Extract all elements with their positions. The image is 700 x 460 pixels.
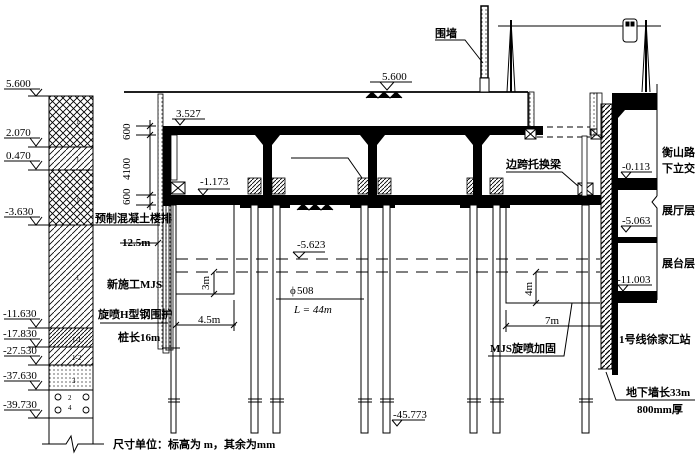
layer-id: 3 <box>72 377 76 385</box>
mjs-zone-left <box>176 205 235 295</box>
elevation-label: -27.530 <box>3 345 37 357</box>
dim-7m: 7m <box>545 315 560 327</box>
pile-diameter: 508 <box>297 285 314 297</box>
mjs-reinforce-label: MJS旋喷加固 <box>490 341 556 355</box>
road-label-line2: 下立交 <box>662 161 695 175</box>
road-elevation: -0.113 <box>622 161 651 173</box>
len-12-5m: 12.5m <box>122 237 150 249</box>
dim-bottom-slab: 600 <box>121 188 133 205</box>
elevation-label: 0.470 <box>6 150 31 162</box>
precast-wall-label: 预制混凝土楼排 <box>95 211 172 225</box>
dim-4m: 4m <box>523 282 535 297</box>
station-label: 1号线徐家汇站 <box>619 332 691 346</box>
diaphragm-length: 地下墙长33m <box>626 385 690 399</box>
base-slab <box>163 195 593 205</box>
gravel-symbols <box>54 393 90 414</box>
overhead-catenary <box>498 18 661 93</box>
pile-toe-elevation: -45.773 <box>393 409 427 421</box>
new-mjs-label: 新施工MJS <box>107 277 162 291</box>
elevation-label: -39.730 <box>3 399 37 411</box>
height-dimension <box>136 120 156 210</box>
pad-leader <box>291 157 363 179</box>
road-label-line1: 衡山路 <box>662 145 696 159</box>
ground-elevation: 5.600 <box>382 71 407 83</box>
pile-diameter-symbol: ϕ <box>290 285 296 297</box>
dim-4-5m: 4.5m <box>198 314 221 326</box>
pile-length-16m: 桩长16m <box>118 330 160 344</box>
elevation-label: -17.830 <box>3 328 37 340</box>
diaphragm-wall <box>600 103 613 370</box>
layer-id: 1 <box>76 118 80 126</box>
base-elevation: -1.173 <box>200 176 229 188</box>
soil-column: 1 1 1 1 1-1 1-2 3 2 4 <box>42 95 104 454</box>
layer-id: 2 <box>68 394 72 402</box>
ground-elevation-marker <box>365 81 412 99</box>
units-note: 尺寸单位：标高为 m，其余为mm <box>113 437 275 451</box>
fence-label: 围墙 <box>435 26 457 40</box>
diaphragm-thickness: 800mm厚 <box>637 403 683 416</box>
platform-floor-label: 展台层 <box>661 256 695 270</box>
elevation-label: -11.630 <box>3 308 37 320</box>
columns <box>255 135 490 195</box>
layer-id: 1 <box>76 197 80 205</box>
pile-joints <box>168 398 593 403</box>
wall-panel <box>528 91 535 129</box>
fence <box>435 5 490 93</box>
layer-id: 1 <box>76 156 80 164</box>
dim-3m: 3m <box>200 276 212 291</box>
elevation-label: -37.630 <box>3 370 37 382</box>
dim-height: 4100 <box>121 158 133 181</box>
hall-floor-label: 展厅层 <box>661 204 695 217</box>
layer-id: 1-2 <box>72 354 82 362</box>
layer-id: 4 <box>68 404 72 412</box>
piles <box>170 204 590 434</box>
station-platform-slab <box>618 291 657 303</box>
elevation-label: 2.070 <box>6 127 31 139</box>
elevation-label: 5.600 <box>6 78 31 90</box>
dim-top-slab: 600 <box>121 123 133 140</box>
station-hall-slab <box>618 178 657 190</box>
water-level-elevation: -5.623 <box>297 239 326 251</box>
transfer-beam-label: 边跨托换梁 <box>505 157 562 171</box>
mjs-zone-right <box>505 205 600 304</box>
platform-elevation: -11.003 <box>617 274 651 286</box>
elevation-label: -3.630 <box>5 206 34 218</box>
roof-slab <box>163 126 543 135</box>
break-line <box>42 434 104 454</box>
pile-length: L = 44m <box>293 304 332 316</box>
layer-id: 1-1 <box>72 336 82 344</box>
station-roof <box>612 93 657 103</box>
soil-elevation-markers <box>4 88 49 419</box>
column-pads <box>247 177 504 195</box>
h-steel-wall <box>165 204 174 351</box>
roof-elevation: 3.527 <box>176 108 201 120</box>
h-steel-label: 旋喷H型钢围护 <box>97 307 173 321</box>
hall-elevation: -5.063 <box>622 215 651 227</box>
layer-id: 1 <box>76 274 80 282</box>
